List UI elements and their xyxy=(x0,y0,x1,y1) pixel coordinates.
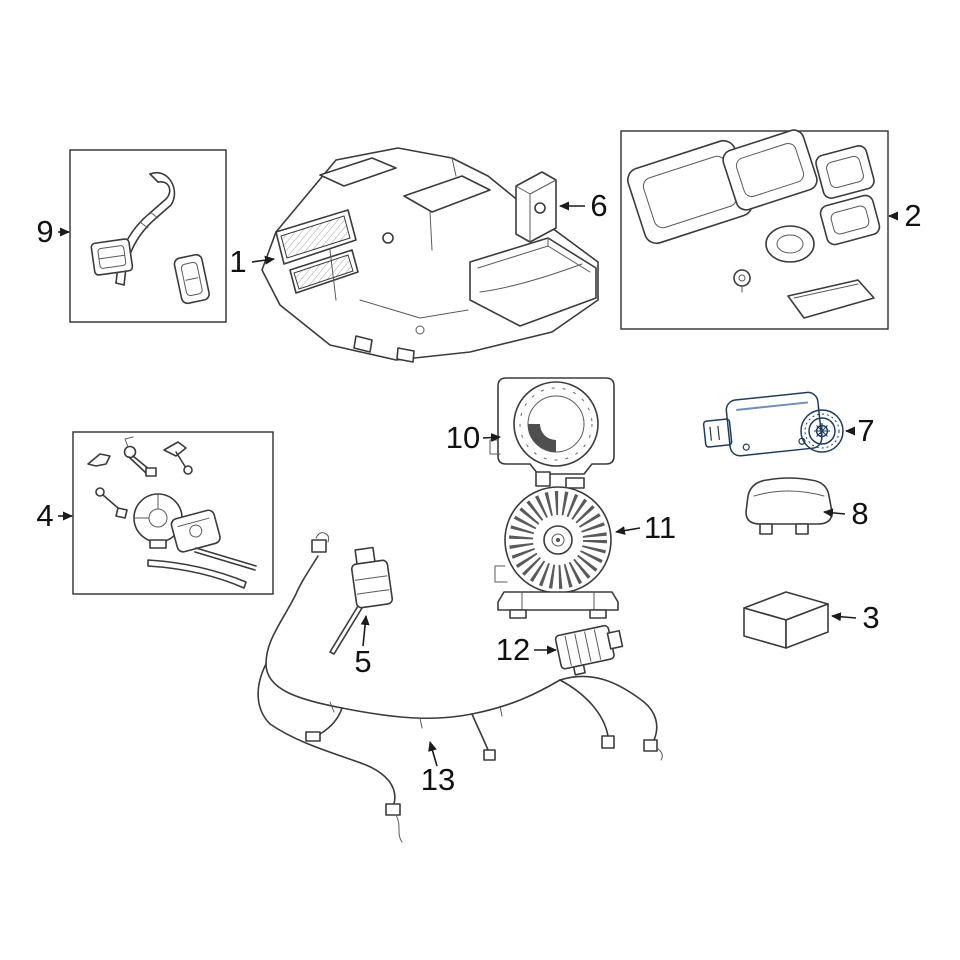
callout-label-9: 9 xyxy=(36,214,53,249)
part-2-seal-kit-illustration xyxy=(620,129,889,330)
part-10-blower-housing-illustration xyxy=(489,377,615,489)
callout-label-3: 3 xyxy=(862,600,879,635)
callout-labels: 1 2 3 4 5 6 7 8 9 10 11 12 13 xyxy=(36,188,921,797)
callout-label-7: 7 xyxy=(857,413,874,448)
callout-10-arrow xyxy=(482,433,501,443)
part-1-hvac-housing-illustration xyxy=(261,147,599,363)
part-7-actuator-motor-illustration xyxy=(702,391,844,457)
callout-label-12: 12 xyxy=(496,632,530,667)
callout-label-11: 11 xyxy=(644,510,676,545)
callout-11-arrow xyxy=(615,526,641,535)
callout-label-5: 5 xyxy=(354,644,371,679)
callout-5-arrow xyxy=(360,615,370,647)
part-6-mounting-plate-illustration xyxy=(515,171,557,243)
part-9-bracket-set-illustration xyxy=(69,149,227,323)
callout-label-6: 6 xyxy=(590,188,607,223)
part-11-blower-motor-illustration xyxy=(494,486,619,619)
callout-label-13: 13 xyxy=(421,762,455,797)
callout-8-arrow xyxy=(823,508,846,518)
part-13-wiring-harness-illustration xyxy=(257,532,663,843)
callout-label-8: 8 xyxy=(851,496,868,531)
part-3-box-illustration xyxy=(743,591,829,649)
callout-label-10: 10 xyxy=(446,420,480,455)
part-4-linkage-kit-illustration xyxy=(72,431,274,595)
part-5-sensor-illustration xyxy=(329,546,394,655)
callout-1-arrow xyxy=(251,255,275,265)
callout-arrows xyxy=(58,201,898,767)
callout-3-arrow xyxy=(831,612,857,622)
callout-13-arrow xyxy=(428,741,438,767)
callout-label-1: 1 xyxy=(229,244,246,279)
part-12-resistor-illustration xyxy=(554,624,624,676)
part-8-cover-cap-illustration xyxy=(745,477,833,535)
callout-label-2: 2 xyxy=(904,198,921,233)
callout-label-4: 4 xyxy=(36,498,53,533)
